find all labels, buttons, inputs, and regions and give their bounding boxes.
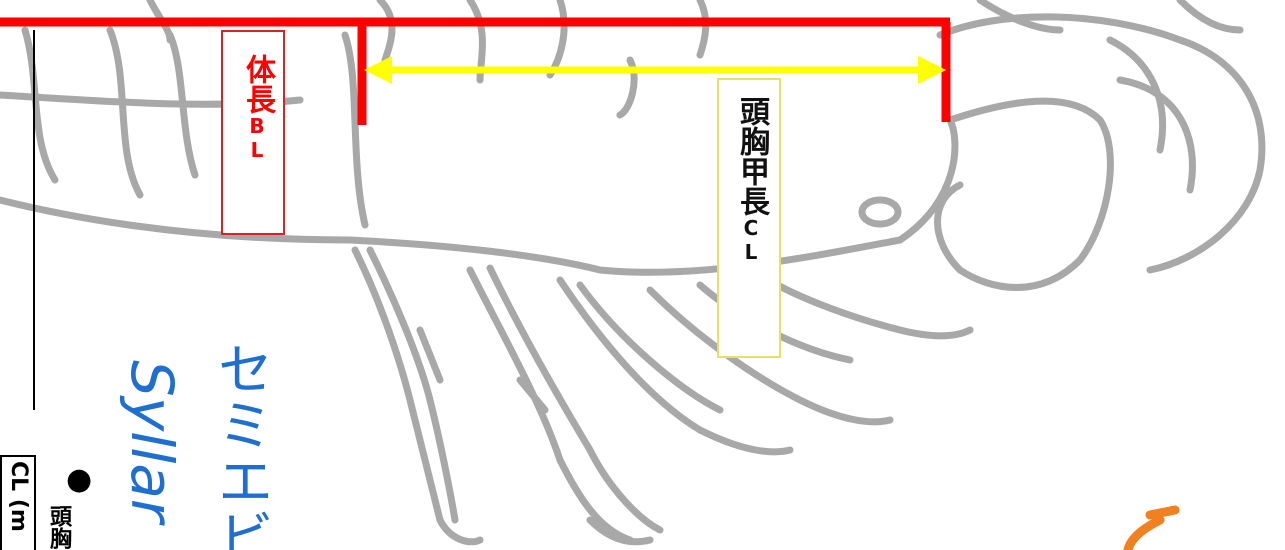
- bullet-dot-icon: ●: [66, 462, 93, 497]
- left-panel-border: [0, 30, 35, 410]
- body-length-label: 体長BL: [235, 54, 279, 162]
- body-length-text: 体長: [240, 54, 275, 114]
- carapace-length-text: 頭胸甲長: [734, 96, 769, 216]
- body-length-label-box: 体長BL: [221, 30, 285, 235]
- carapace-arrow-head-right: [918, 56, 946, 84]
- body-length-abbr: BL: [245, 114, 269, 162]
- carapace-length-label: 頭胸甲長CL: [729, 96, 773, 264]
- carapace-length-label-box: 頭胸甲長CL: [717, 78, 781, 358]
- bullet-text: 頭胸: [46, 505, 71, 549]
- carapace-length-abbr: CL: [739, 216, 763, 264]
- cl-table-header: CL (m: [6, 461, 31, 532]
- species-scientific-name: Syllar: [118, 360, 186, 523]
- carapace-arrow-head-left: [364, 56, 392, 84]
- species-japanese-name: セミエビ: [208, 340, 273, 550]
- cl-table-header-cell: CL (m: [0, 455, 36, 550]
